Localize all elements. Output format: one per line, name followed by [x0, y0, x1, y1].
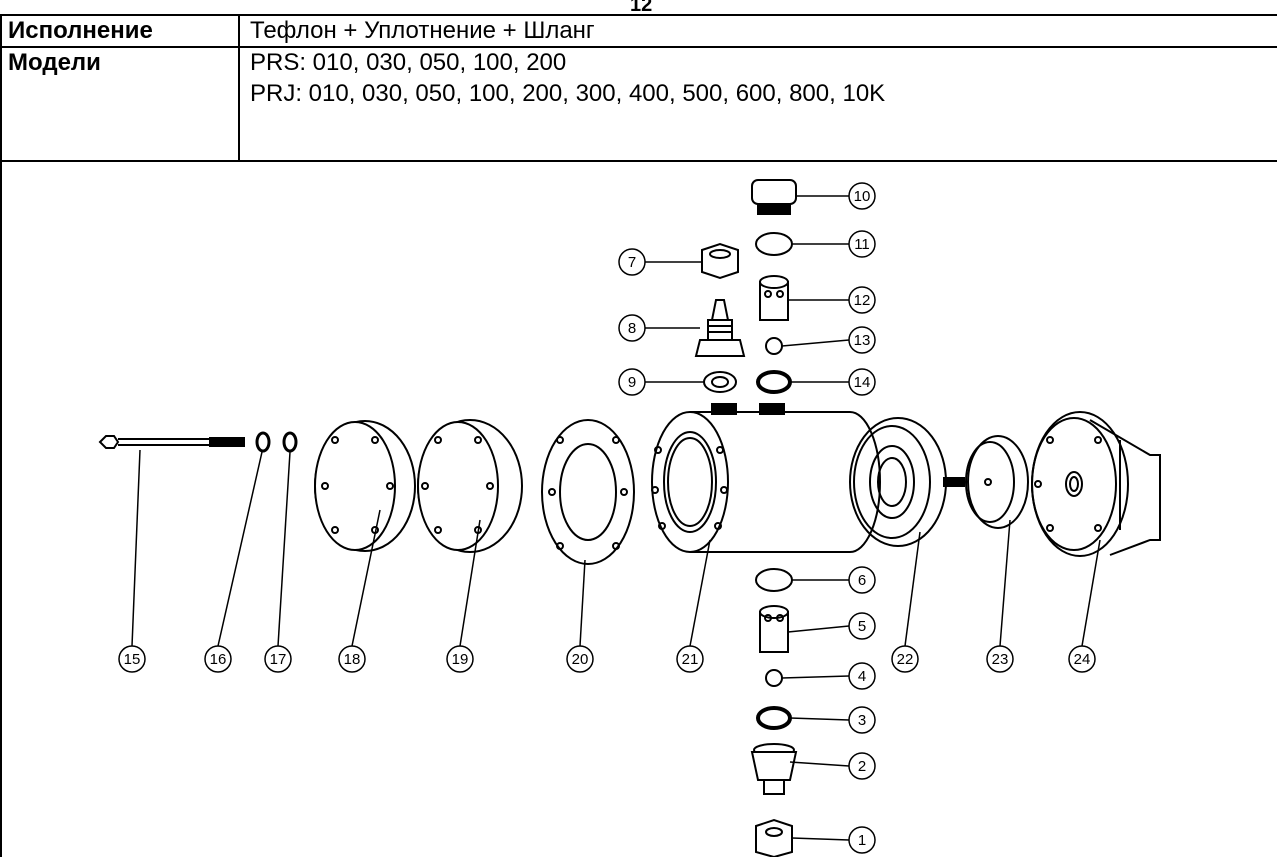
fitting-part [750, 743, 798, 795]
bolt-part [98, 435, 245, 449]
callout-24: 24 [1068, 645, 1096, 673]
callout-label: 10 [854, 188, 871, 205]
callout-19: 19 [446, 645, 474, 673]
callout-label: 24 [1074, 651, 1091, 668]
table-top-border [0, 14, 1277, 16]
callout-label: 16 [210, 651, 227, 668]
seat-part [756, 370, 792, 394]
callout-9: 9 [618, 368, 646, 396]
callout-label: 20 [572, 651, 589, 668]
callout-11: 11 [848, 230, 876, 258]
callout-17: 17 [264, 645, 292, 673]
cover-plate-part [314, 420, 416, 552]
table-left-border [0, 14, 2, 857]
callout-6: 6 [848, 566, 876, 594]
callout-15: 15 [118, 645, 146, 673]
callout-label: 7 [628, 254, 636, 271]
callout-label: 6 [858, 572, 866, 589]
callout-10: 10 [848, 182, 876, 210]
diaphragm-part [849, 417, 965, 547]
callout-label: 11 [854, 236, 870, 253]
washer-part [282, 431, 298, 453]
callout-label: 9 [628, 374, 636, 391]
callout-16: 16 [204, 645, 232, 673]
callout-20: 20 [566, 645, 594, 673]
callout-label: 12 [854, 292, 871, 309]
callout-3: 3 [848, 706, 876, 734]
piston-part [965, 435, 1029, 529]
ball-part [765, 669, 783, 687]
pump-housing-part [651, 403, 881, 553]
value-models-prj: PRJ: 010, 030, 050, 100, 200, 300, 400, … [250, 80, 886, 107]
table-row-divider [0, 46, 1277, 48]
label-models: Модели [8, 49, 101, 76]
callout-label: 18 [344, 651, 361, 668]
callout-18: 18 [338, 645, 366, 673]
washer-part [703, 371, 737, 393]
callout-label: 17 [270, 651, 287, 668]
label-execution: Исполнение [8, 17, 153, 44]
page-number: 12 [630, 0, 653, 16]
callout-1: 1 [848, 826, 876, 854]
seat-part [756, 706, 792, 730]
callout-8: 8 [618, 314, 646, 342]
valve-seat-part [759, 605, 789, 653]
end-cap-part [1031, 411, 1161, 557]
callout-label: 5 [858, 618, 866, 635]
callout-label: 13 [854, 332, 871, 349]
value-models-prs: PRS: 010, 030, 050, 100, 200 [250, 49, 567, 76]
callout-23: 23 [986, 645, 1014, 673]
cover-plate-part [417, 419, 523, 553]
callout-label: 15 [124, 651, 141, 668]
callout-4: 4 [848, 662, 876, 690]
callout-5: 5 [848, 612, 876, 640]
o-ring-part [755, 568, 793, 592]
callout-12: 12 [848, 286, 876, 314]
callout-22: 22 [891, 645, 919, 673]
callout-label: 4 [858, 668, 866, 685]
callout-label: 19 [452, 651, 469, 668]
washer-part [255, 431, 271, 453]
o-ring-part [755, 232, 793, 256]
callout-label: 3 [858, 712, 866, 729]
callout-label: 14 [854, 374, 871, 391]
callout-label: 22 [897, 651, 914, 668]
callout-label: 1 [858, 832, 866, 849]
fitting-part [694, 299, 746, 357]
value-execution: Тефлон + Уплотнение + Шланг [250, 17, 595, 44]
callout-7: 7 [618, 248, 646, 276]
table-bottom-border [0, 160, 1277, 162]
callout-21: 21 [676, 645, 704, 673]
callout-label: 8 [628, 320, 636, 337]
gasket-part [541, 419, 635, 565]
nut-part [701, 242, 739, 280]
callout-2: 2 [848, 752, 876, 780]
callout-13: 13 [848, 326, 876, 354]
nut-part [755, 818, 793, 857]
callout-label: 21 [682, 651, 699, 668]
callout-label: 23 [992, 651, 1009, 668]
callout-14: 14 [848, 368, 876, 396]
ball-part [765, 337, 783, 355]
valve-seat-part [759, 275, 789, 321]
table-column-divider [238, 14, 240, 162]
callout-label: 2 [858, 758, 866, 775]
plug-part [751, 179, 797, 215]
